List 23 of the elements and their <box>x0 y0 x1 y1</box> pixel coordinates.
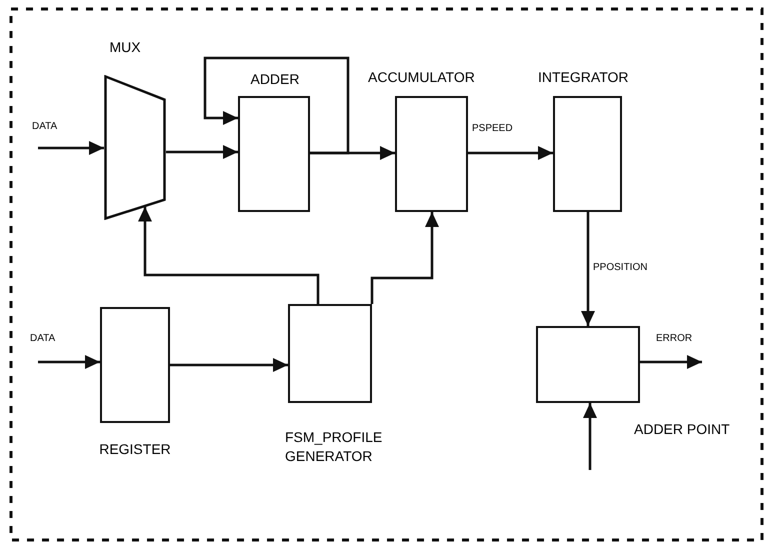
block-label: ADDER POINT <box>634 420 731 439</box>
block-label: ADDER <box>249 70 300 89</box>
arrow <box>38 355 100 369</box>
signal-label: DATA <box>32 122 58 132</box>
block-label: INTEGRATOR <box>538 68 630 87</box>
arrow <box>581 212 595 326</box>
arrow <box>204 56 350 154</box>
arrow <box>170 358 288 372</box>
block-label: MUX <box>108 38 142 57</box>
arrow <box>370 212 439 304</box>
block-label: FSM_PROFILE GENERATOR <box>285 428 384 466</box>
arrow <box>583 403 597 470</box>
arrow <box>468 146 553 160</box>
block-label: REGISTER <box>98 440 172 459</box>
signal-label: DATA <box>30 334 56 344</box>
signal-label: ERROR <box>656 334 692 344</box>
signal-label: PPOSITION <box>593 263 648 273</box>
arrow <box>640 355 702 369</box>
arrow <box>166 145 238 159</box>
arrow <box>138 206 320 304</box>
block-label: ACCUMULATOR <box>368 68 476 87</box>
signal-label: PSPEED <box>472 124 513 134</box>
arrow <box>38 141 104 155</box>
